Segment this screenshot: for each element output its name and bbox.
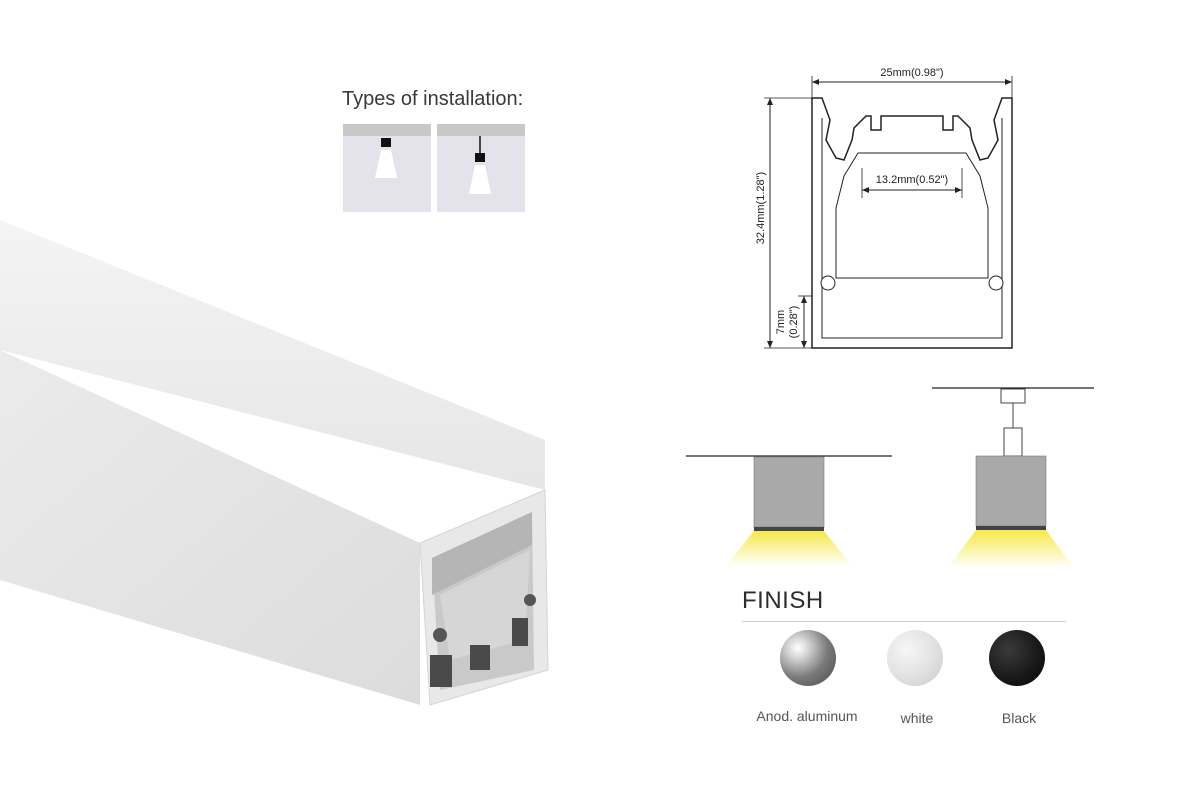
swatch-black [989, 630, 1045, 686]
base-height-in-label: (0.28") [788, 306, 800, 339]
installation-icons [343, 124, 525, 212]
installation-types [343, 124, 525, 212]
pendant-mount-illustration [928, 378, 1098, 570]
swatch-anodized-aluminum [780, 630, 836, 686]
surface-mount-illustration [684, 440, 894, 570]
finish-label-anodized: Anod. aluminum [756, 708, 858, 724]
width-dimension-label: 25mm(0.98") [880, 67, 943, 79]
finish-title: FINISH [742, 587, 824, 614]
finish-label-black: Black [1001, 710, 1037, 726]
aluminum-profile-image [0, 220, 549, 706]
pendant-mount-icon [437, 124, 525, 212]
cross-section-drawing: 25mm(0.98") 13.2mm(0.52") 32.4mm(1.28") … [748, 58, 1048, 358]
inner-width-dimension-label: 13.2mm(0.52") [876, 174, 948, 186]
height-dimension-label: 32.4mm(1.28") [755, 172, 767, 244]
surface-mount-svg [686, 455, 892, 566]
swatch-white [887, 630, 943, 686]
base-height-mm-label: 7mm [775, 310, 787, 334]
pendant-mount-svg [932, 387, 1094, 568]
cross-section-svg: 25mm(0.98") 13.2mm(0.52") 32.4mm(1.28") … [755, 67, 1013, 349]
profile-render [0, 200, 560, 720]
finish-label-white: white [900, 710, 934, 726]
finish-divider [742, 621, 1066, 622]
surface-mount-icon [343, 124, 431, 212]
installation-title: Types of installation: [342, 88, 524, 110]
